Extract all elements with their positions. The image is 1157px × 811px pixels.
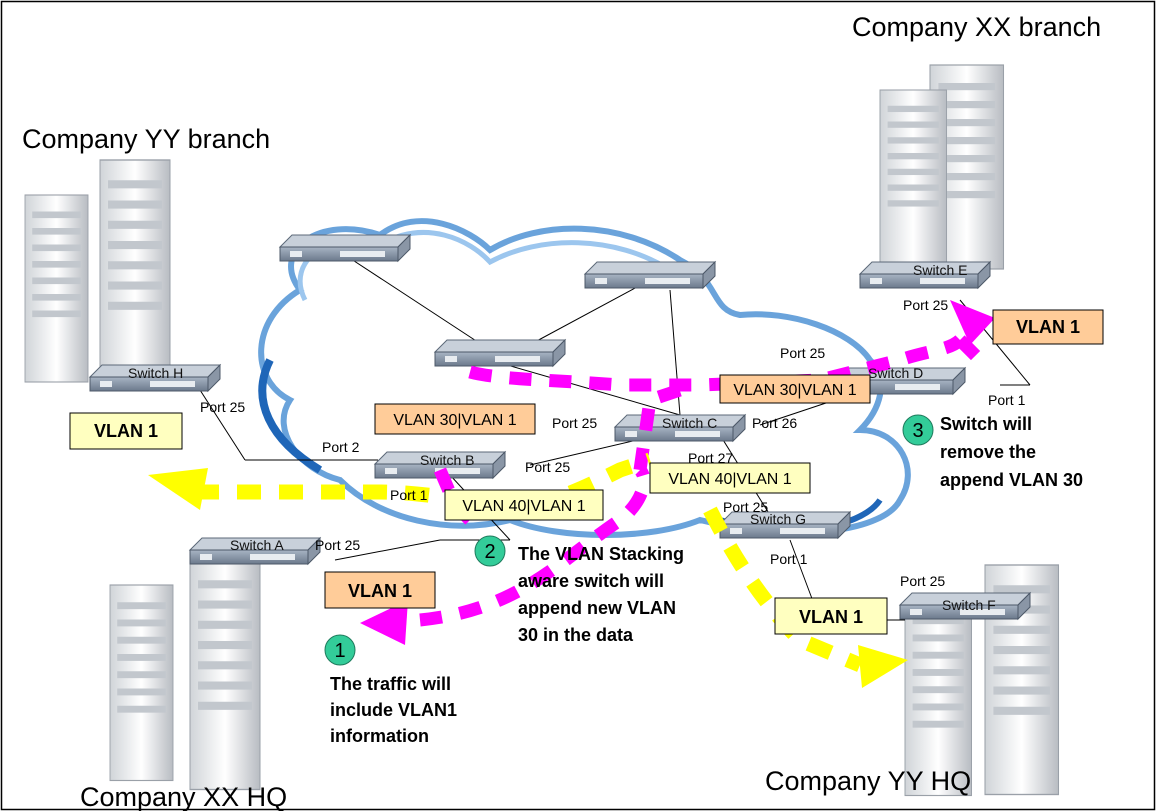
step-2-line-3: append new VLAN	[518, 598, 676, 618]
port-label: Port 25	[900, 573, 945, 589]
svg-text:VLAN 1: VLAN 1	[799, 607, 863, 627]
vlan-tag-a: VLAN 1	[324, 571, 436, 609]
port-label: Port 25	[200, 399, 245, 415]
vlan-tag-d: VLAN 30|VLAN 1	[719, 374, 871, 404]
port-label: Port 1	[770, 551, 808, 567]
step-3-line-1: Switch will	[940, 414, 1032, 434]
step-2-marker: 2	[474, 535, 506, 567]
port-label: Port 2	[322, 439, 360, 455]
switch-g-label: Switch G	[750, 511, 806, 527]
xx-branch-servers	[879, 64, 1005, 270]
vlan-tag-c-yellow: VLAN 40|VLAN 1	[649, 462, 811, 494]
port-label: Port 25	[903, 297, 948, 313]
switch-d-label: Switch D	[868, 365, 923, 381]
switch-b-label: Switch B	[420, 452, 474, 468]
yellow-arrowhead-yy-hq	[858, 645, 908, 688]
port-label: Port 1	[390, 487, 428, 503]
cloud-switch-3	[434, 339, 566, 367]
yellow-arrowhead-yy-branch	[148, 468, 208, 510]
magenta-arrowhead-branch	[950, 300, 995, 345]
port-label: Port 1	[988, 392, 1026, 408]
port-label: Port 25	[723, 499, 768, 515]
vlan-tag-b-orange: VLAN 30|VLAN 1	[374, 403, 536, 435]
port-label: Port 25	[525, 459, 570, 475]
svg-text:1: 1	[334, 640, 345, 662]
step-2-line-1: The VLAN Stacking	[518, 544, 684, 564]
vlan-tag-h: VLAN 1	[69, 412, 183, 450]
port-label: Port 25	[780, 345, 825, 361]
step-2-line-2: aware switch will	[518, 571, 664, 591]
switch-h-label: Switch H	[128, 365, 183, 381]
svg-text:2: 2	[484, 541, 495, 563]
svg-text:3: 3	[912, 420, 923, 442]
port-label: Port 27	[688, 450, 733, 466]
svg-text:VLAN 40|VLAN 1: VLAN 40|VLAN 1	[462, 498, 585, 515]
site-label-xx-hq: Company XX HQ	[80, 782, 287, 811]
step-1-line-3: information	[330, 726, 429, 746]
magenta-arrowhead-hq	[360, 600, 408, 645]
vlan-tag-g: VLAN 1	[774, 597, 888, 635]
port-label: Port 26	[752, 415, 797, 431]
step-3-marker: 3	[902, 414, 934, 446]
site-label-yy-hq: Company YY HQ	[765, 766, 971, 796]
svg-text:VLAN 1: VLAN 1	[348, 581, 412, 601]
step-3-line-2: remove the	[940, 442, 1036, 462]
vlan-tag-b-yellow: VLAN 40|VLAN 1	[444, 489, 604, 521]
switch-f-label: Switch F	[942, 597, 996, 613]
site-label-yy-branch: Company YY branch	[22, 124, 270, 154]
cloud-switch-2	[584, 261, 716, 289]
svg-text:VLAN 1: VLAN 1	[94, 421, 158, 441]
switch-a-label: Switch A	[230, 537, 284, 553]
switch-c-label: Switch C	[662, 415, 717, 431]
step-1-line-1: The traffic will	[330, 674, 451, 694]
site-label-xx-branch: Company XX branch	[852, 12, 1101, 42]
step-1-marker: 1	[324, 634, 356, 666]
step-1-line-2: include VLAN1	[330, 700, 457, 720]
switch-e-label: Switch E	[913, 262, 967, 278]
vlan-tag-e: VLAN 1	[992, 309, 1104, 345]
svg-text:VLAN 30|VLAN 1: VLAN 30|VLAN 1	[733, 382, 856, 399]
step-2-line-4: 30 in the data	[518, 625, 634, 645]
svg-text:VLAN 30|VLAN 1: VLAN 30|VLAN 1	[393, 412, 516, 429]
port-label: Port 25	[315, 537, 360, 553]
svg-text:VLAN 1: VLAN 1	[1016, 317, 1080, 337]
svg-text:VLAN 40|VLAN 1: VLAN 40|VLAN 1	[668, 471, 791, 488]
port-label: Port 25	[552, 415, 597, 431]
cloud-switch-1	[279, 234, 411, 262]
step-3-line-3: append VLAN 30	[940, 470, 1083, 490]
